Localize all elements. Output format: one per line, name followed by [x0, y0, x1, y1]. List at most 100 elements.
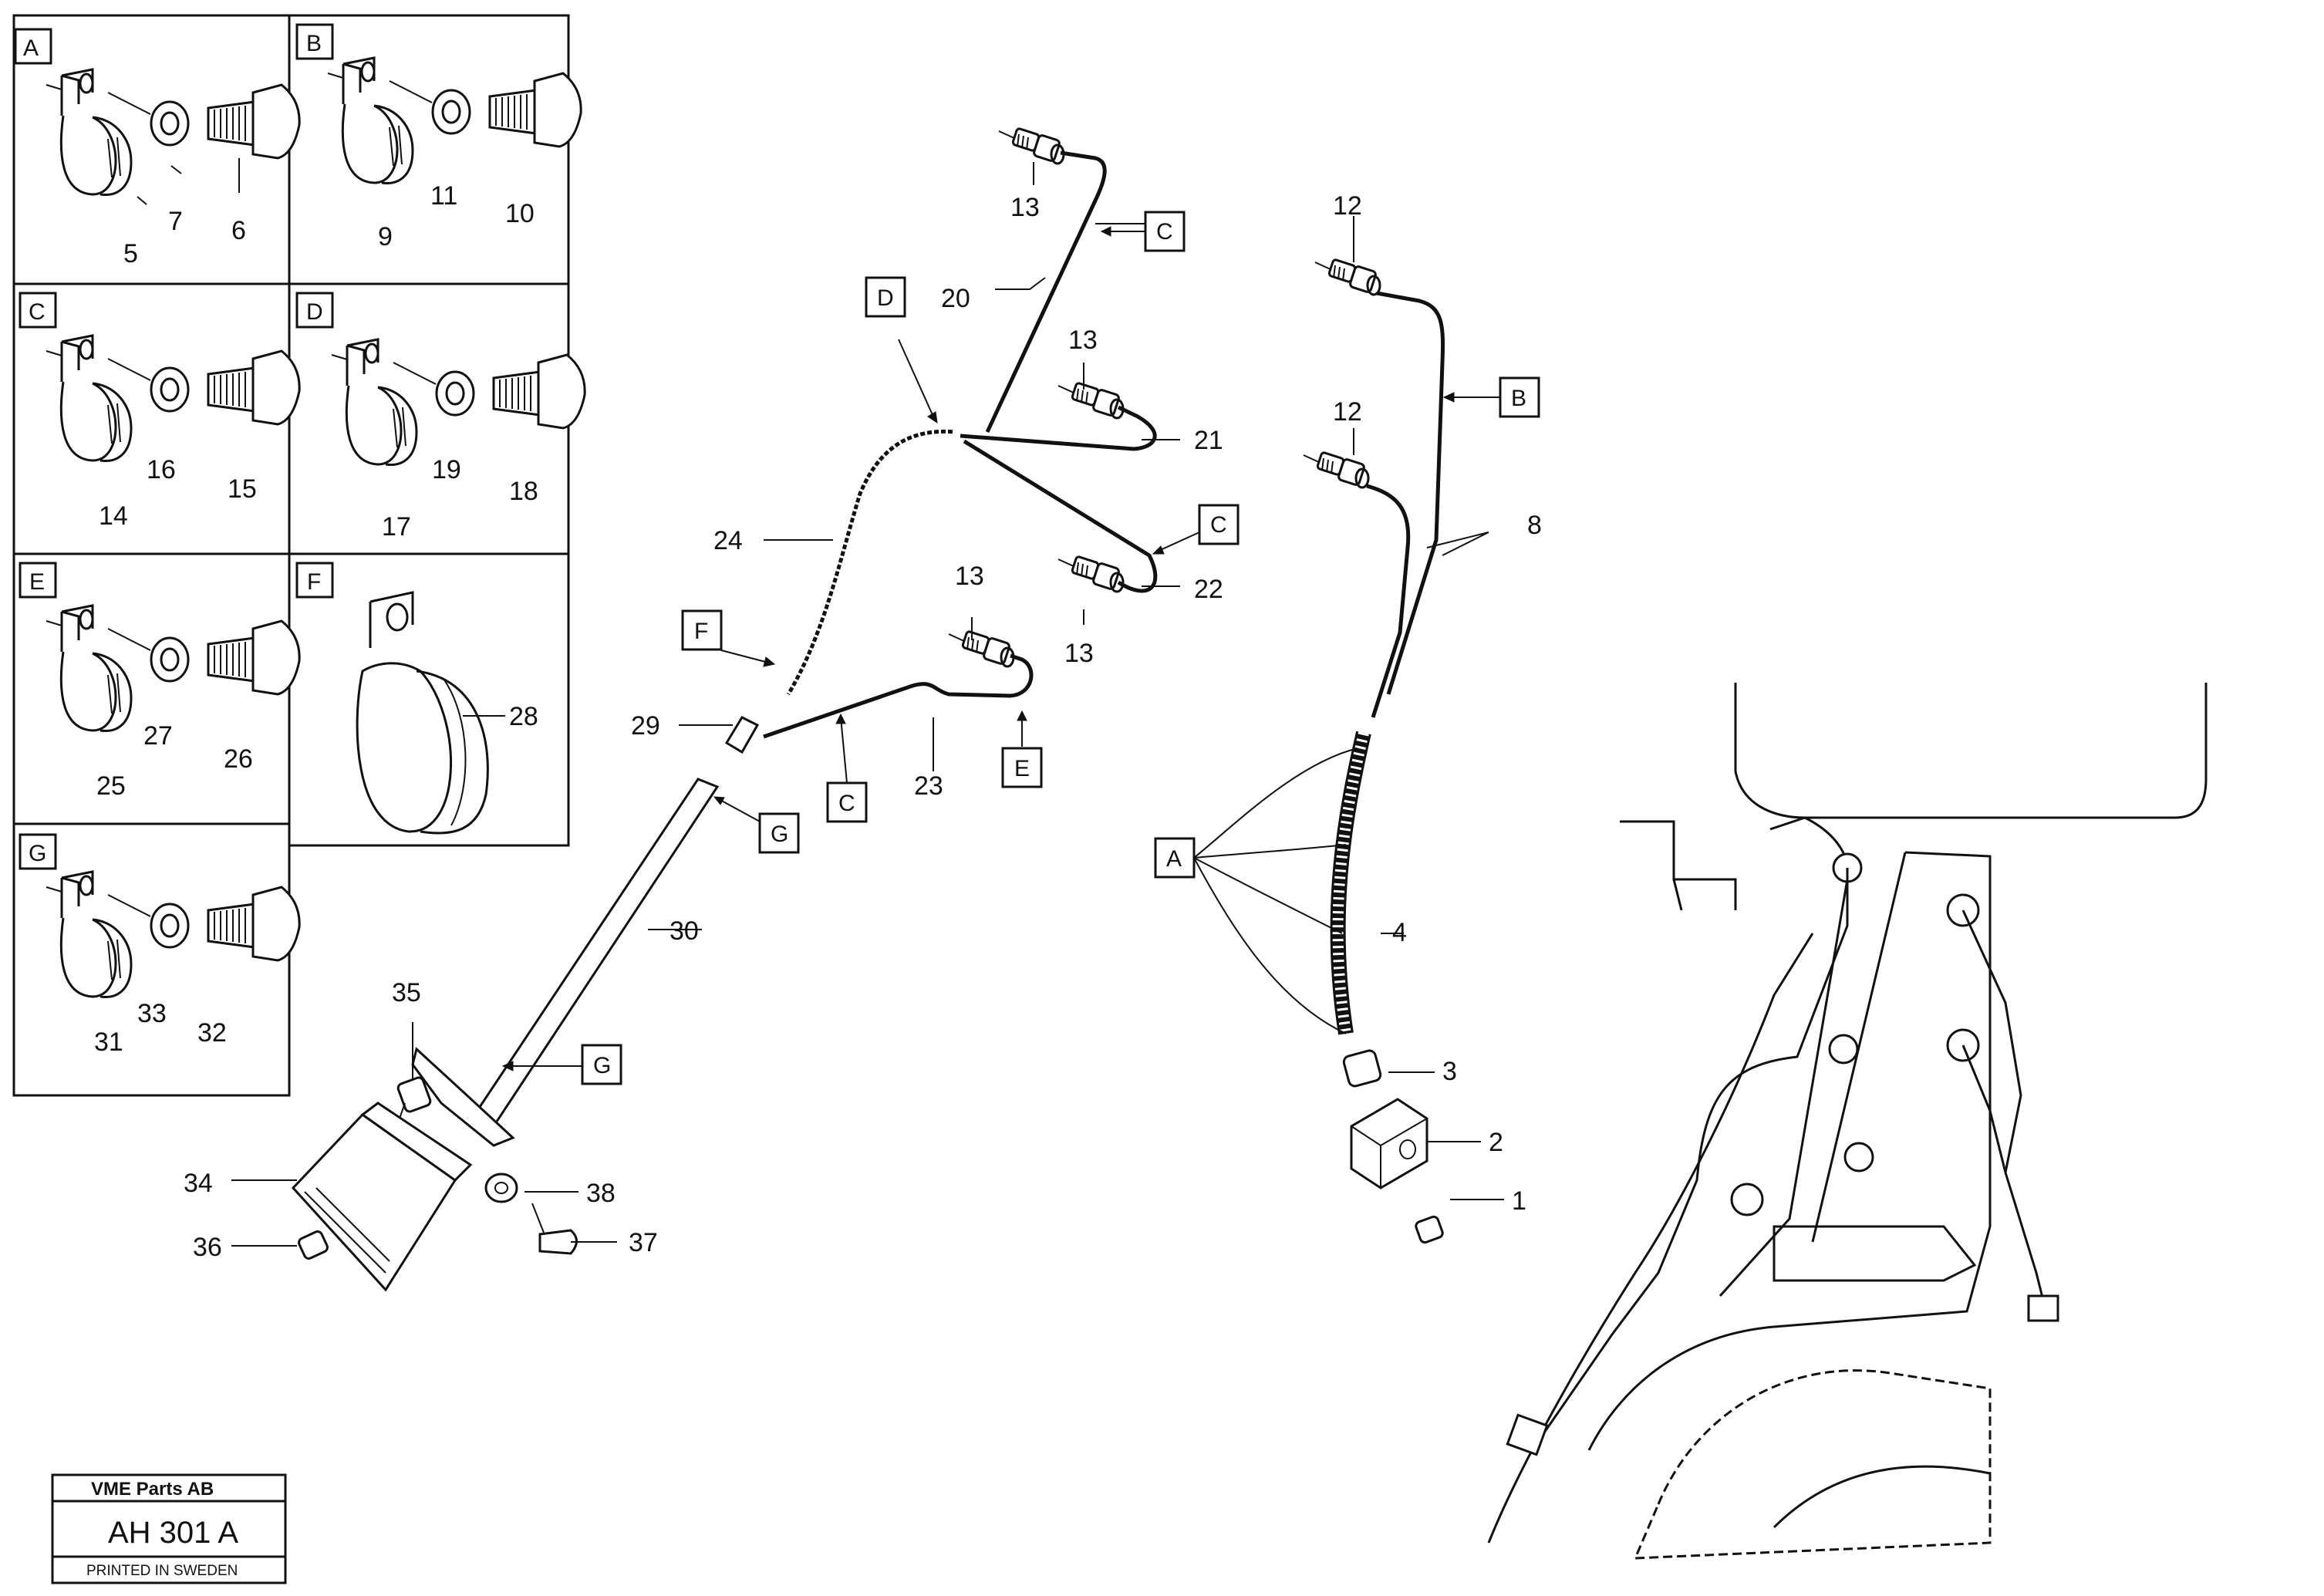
callout-38: 38	[586, 1179, 616, 1208]
panel-a: A 5 7 6	[14, 28, 301, 268]
reference-boxes: C D B C F E C G A G	[581, 211, 1540, 1085]
panel-c: C 14 16 15	[19, 292, 301, 531]
ref-box-d	[865, 276, 906, 318]
title-block-code: AH 301 A	[108, 1516, 238, 1550]
panel-b-letter-box	[295, 23, 334, 60]
panel-g-letter-box	[19, 833, 57, 870]
loader-frame-drawing	[1487, 683, 2208, 1560]
callout-12: 12	[1333, 191, 1362, 221]
label-14: 14	[99, 501, 128, 531]
panel-e-letter: E	[29, 569, 45, 595]
fitting-12-mid	[1302, 450, 1370, 489]
panel-c-letter: C	[29, 299, 46, 325]
callout-13: 13	[955, 562, 984, 591]
clip-assembly-g	[45, 870, 301, 999]
callout-12: 12	[1333, 397, 1362, 427]
panel-d-letter-box	[295, 292, 334, 329]
panel-b: B 9 11 10	[295, 23, 582, 251]
fitting-13-lower	[1057, 555, 1125, 593]
fitting-13-top	[997, 127, 1065, 165]
panel-g: G 31 33 32	[19, 833, 301, 1057]
clip-assembly-b	[326, 56, 582, 185]
panel-a-letter-box	[14, 28, 52, 65]
label-28: 28	[509, 702, 538, 731]
label-7: 7	[168, 207, 183, 236]
panel-f: F 28	[295, 562, 538, 835]
panel-e: E 25 27 26	[19, 562, 301, 801]
panel-f-letter: F	[307, 569, 321, 595]
label-31: 31	[94, 1027, 123, 1057]
ref-box-e-letter: E	[1014, 756, 1030, 781]
callout-21: 21	[1194, 426, 1223, 455]
title-block: VME Parts AB AH 301 A PRINTED IN SWEDEN	[51, 1473, 287, 1584]
label-32: 32	[197, 1018, 227, 1048]
callout-13: 13	[1068, 326, 1098, 355]
callout-30: 30	[670, 916, 699, 946]
ref-box-g-letter: G	[593, 1053, 611, 1078]
label-19: 19	[432, 455, 461, 484]
ref-box-b	[1499, 376, 1540, 418]
callout-8: 8	[1527, 511, 1542, 540]
callout-22: 22	[1194, 575, 1223, 604]
ref-box-a-letter: A	[1166, 846, 1182, 872]
ref-box-b-letter: B	[1511, 386, 1526, 411]
right-hose-assembly	[1193, 258, 1445, 1244]
clip-assembly-a	[45, 68, 301, 197]
clip-assembly-d	[330, 338, 586, 467]
label-16: 16	[147, 455, 176, 484]
callout-23: 23	[914, 771, 943, 801]
label-33: 33	[137, 999, 167, 1028]
title-block-company: VME Parts AB	[91, 1479, 214, 1500]
label-26: 26	[224, 744, 253, 774]
callout-24: 24	[713, 526, 743, 555]
label-5: 5	[123, 239, 138, 268]
callout-36: 36	[193, 1233, 222, 1262]
clip-assembly-e	[45, 604, 301, 733]
panel-c-letter-box	[19, 292, 57, 329]
hose-assembly	[291, 127, 1158, 1292]
ref-box-a	[1154, 837, 1196, 879]
panel-a-letter: A	[23, 35, 39, 61]
ref-box-f-letter: F	[694, 619, 708, 644]
label-10: 10	[505, 199, 535, 228]
callout-34: 34	[184, 1169, 213, 1198]
panel-d: D 17 19 18	[295, 292, 586, 542]
callout-37: 37	[629, 1228, 658, 1257]
label-17: 17	[382, 512, 411, 542]
title-block-printed: PRINTED IN SWEDEN	[86, 1563, 238, 1579]
callout-numbers: 13 20 13 21 22 13 13 24 29 23 30 12 12 8…	[184, 191, 1542, 1262]
ref-box-c-letter: C	[838, 791, 855, 816]
label-25: 25	[96, 771, 126, 801]
callout-4: 4	[1392, 918, 1407, 947]
fitting-13-left	[947, 629, 1015, 668]
panel-e-letter-box	[19, 562, 57, 599]
ref-box-f	[681, 609, 723, 651]
ref-box-c	[826, 781, 868, 823]
clip-f	[356, 591, 489, 835]
ref-box-c	[1144, 211, 1186, 252]
callout-2: 2	[1489, 1128, 1503, 1157]
label-18: 18	[509, 477, 538, 506]
ref-box-c-letter: C	[1156, 219, 1173, 245]
panel-d-letter: D	[306, 299, 323, 325]
callout-13: 13	[1010, 193, 1040, 222]
callout-1: 1	[1512, 1186, 1526, 1216]
ref-box-c-letter: C	[1210, 512, 1227, 538]
panel-f-letter-box	[295, 562, 334, 599]
callout-35: 35	[392, 978, 421, 1007]
fitting-13-mid	[1057, 381, 1125, 420]
ref-box-e	[1001, 747, 1043, 788]
ref-box-g	[581, 1044, 622, 1085]
callout-leaders	[231, 162, 1504, 1247]
ref-box-g-letter: G	[771, 822, 788, 847]
callout-29: 29	[631, 711, 660, 741]
callout-13: 13	[1064, 639, 1094, 668]
ref-box-g	[758, 812, 800, 854]
clip-assembly-c	[45, 334, 301, 463]
callout-3: 3	[1442, 1057, 1457, 1086]
label-27: 27	[143, 721, 173, 751]
label-6: 6	[231, 216, 246, 245]
panel-b-letter: B	[306, 31, 322, 56]
panel-g-letter: G	[29, 841, 46, 866]
